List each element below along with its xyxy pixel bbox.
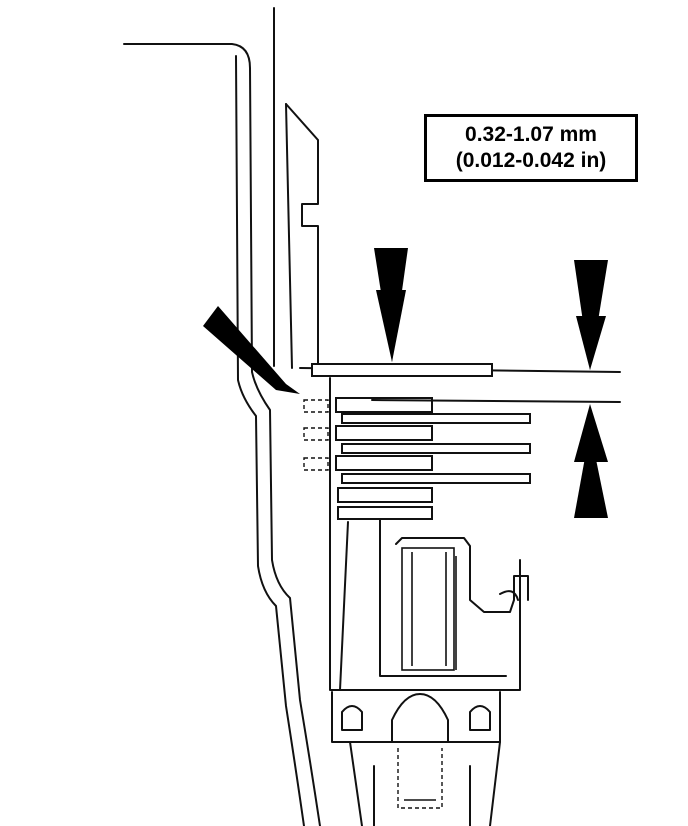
gap-arrow-down bbox=[576, 316, 606, 370]
measurement-line bbox=[371, 399, 621, 403]
pressure-plate bbox=[311, 363, 493, 377]
friction-disc bbox=[335, 397, 433, 413]
piston-assembly bbox=[329, 377, 529, 691]
steel-plate bbox=[341, 413, 531, 424]
gap-arrow-down bbox=[574, 260, 608, 370]
clearance-metric: 0.32-1.07 mm bbox=[465, 123, 597, 146]
pointer-arrow bbox=[203, 306, 300, 394]
return-spring bbox=[401, 547, 455, 671]
gap-arrow-up bbox=[574, 430, 608, 518]
gap-arrow-up bbox=[574, 404, 608, 462]
steel-plate bbox=[341, 473, 531, 484]
steel-plate bbox=[341, 443, 531, 454]
friction-disc bbox=[335, 455, 433, 471]
clutch-discs bbox=[303, 397, 531, 520]
clearance-imperial: (0.012-0.042 in) bbox=[455, 149, 607, 172]
lower-hub bbox=[331, 691, 501, 826]
friction-disc bbox=[337, 506, 433, 520]
friction-disc bbox=[337, 487, 433, 503]
clearance-spec-box: 0.32-1.07 mm (0.012-0.042 in) bbox=[424, 114, 638, 182]
hidden-tab bbox=[303, 427, 329, 441]
hidden-tab bbox=[303, 457, 329, 471]
pressure-arrow-down bbox=[376, 290, 406, 362]
friction-disc bbox=[335, 425, 433, 441]
hidden-tab bbox=[303, 399, 329, 413]
